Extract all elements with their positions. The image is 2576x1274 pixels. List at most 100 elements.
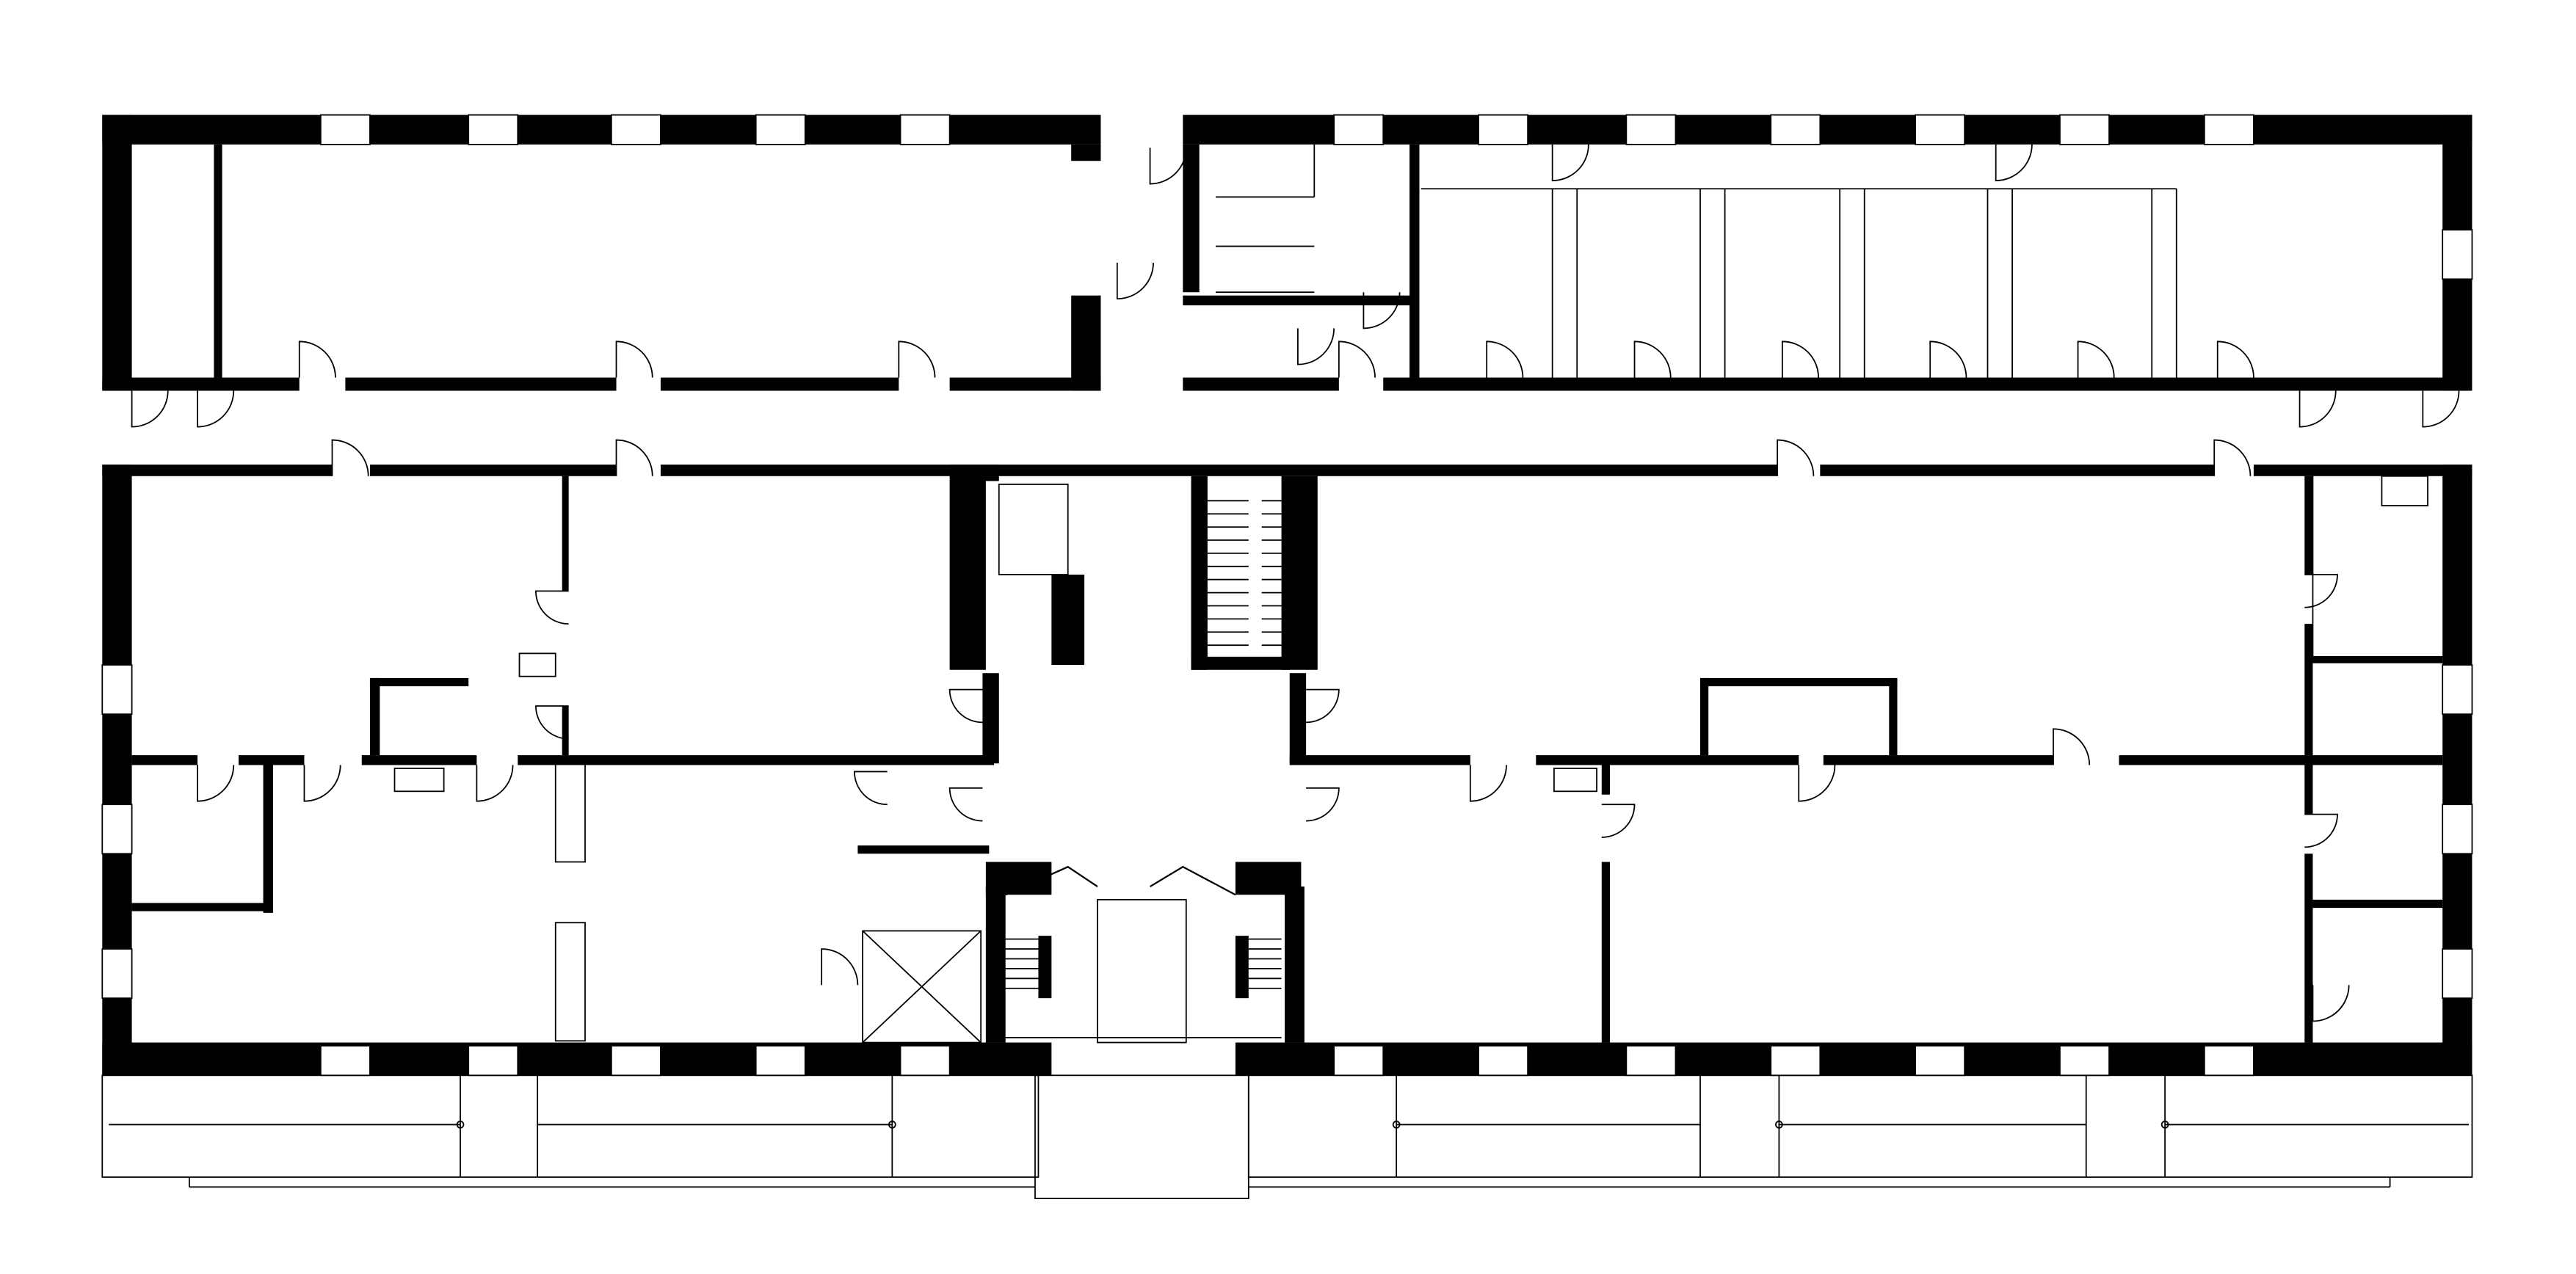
- wall: [1183, 295, 1413, 306]
- wall: [361, 755, 477, 765]
- wall: [369, 677, 380, 756]
- door-swing: [615, 439, 653, 476]
- window: [899, 114, 951, 145]
- terrace-slab: [1247, 1074, 2473, 1178]
- walls: [102, 114, 2472, 1076]
- wall: [102, 1042, 1052, 1076]
- wall: [102, 377, 300, 391]
- window: [610, 114, 661, 145]
- window: [610, 1045, 661, 1077]
- dimension-marker: [2160, 1121, 2169, 1129]
- wall: [1289, 673, 1307, 764]
- door-swing: [1781, 341, 1819, 378]
- wall: [1601, 862, 1610, 1043]
- door-swing: [1798, 765, 1836, 802]
- dimension-marker: [456, 1121, 465, 1129]
- wall: [1183, 377, 1339, 391]
- window: [2059, 1045, 2110, 1077]
- wall: [102, 114, 132, 391]
- door-swing: [1306, 688, 1340, 724]
- window: [1915, 1045, 1966, 1077]
- wall: [1071, 295, 1101, 391]
- window: [1770, 114, 1821, 145]
- wall: [949, 377, 1101, 391]
- wall: [985, 887, 1006, 1043]
- wall: [1235, 936, 1249, 999]
- wall: [2304, 624, 2313, 756]
- wall: [214, 144, 222, 378]
- wall: [982, 465, 999, 481]
- wall: [369, 677, 469, 687]
- window: [319, 114, 371, 145]
- wall: [131, 903, 273, 911]
- wall: [1285, 887, 1305, 1043]
- sink: [1553, 768, 1597, 793]
- window: [2442, 229, 2473, 280]
- door-swing: [2304, 813, 2338, 848]
- wall: [1536, 755, 1799, 765]
- window: [1478, 1045, 1529, 1077]
- door-swing: [2422, 390, 2460, 428]
- wall: [1700, 677, 1898, 687]
- door-swing: [898, 341, 936, 378]
- wall: [1820, 465, 2215, 476]
- door-swing: [1338, 341, 1376, 378]
- window: [2203, 114, 2254, 145]
- door-swing: [131, 390, 169, 428]
- wall: [660, 465, 1778, 476]
- wall: [1383, 377, 2467, 391]
- wall: [1038, 936, 1052, 999]
- elevator-shaft: [998, 484, 1069, 575]
- wall: [1281, 476, 1318, 670]
- wall: [2119, 755, 2443, 765]
- door-swing: [948, 688, 983, 724]
- door-swing: [1116, 262, 1154, 300]
- wall: [1889, 677, 1898, 756]
- wall: [238, 755, 305, 765]
- door-swing: [1469, 765, 1507, 802]
- wall: [131, 755, 198, 765]
- window: [755, 1045, 806, 1077]
- window: [1333, 1045, 1385, 1077]
- window: [2442, 664, 2473, 716]
- wall: [949, 465, 986, 670]
- sink: [393, 768, 445, 793]
- wall: [1183, 144, 1200, 293]
- door-swing: [2213, 439, 2252, 476]
- door-swing: [615, 341, 653, 378]
- wall: [263, 765, 273, 913]
- terrace-slab: [101, 1074, 1040, 1178]
- door-swing: [1633, 341, 1672, 378]
- door-swing: [303, 765, 341, 802]
- window: [755, 114, 806, 145]
- window: [1625, 1045, 1677, 1077]
- wall: [2312, 899, 2443, 909]
- wall: [1823, 755, 2053, 765]
- wall: [562, 705, 569, 756]
- door-swing: [1995, 144, 2033, 181]
- entrance-vestibule: [1097, 899, 1187, 1044]
- door-swing: [2304, 574, 2338, 608]
- window: [1333, 114, 1385, 145]
- wall: [2253, 465, 2472, 476]
- stair-steps: [2381, 475, 2428, 506]
- door-swing: [535, 705, 569, 740]
- window: [101, 664, 133, 716]
- wall: [369, 465, 617, 476]
- door-swing: [1929, 341, 1967, 378]
- wall: [1071, 144, 1101, 161]
- door-swing: [2299, 390, 2337, 428]
- window: [319, 1045, 371, 1077]
- door-swing: [197, 765, 235, 802]
- wall: [2304, 853, 2313, 1043]
- window: [1915, 114, 1966, 145]
- window: [2442, 948, 2473, 1000]
- door-swing: [854, 771, 888, 806]
- door-swing: [2216, 341, 2254, 378]
- wall: [1191, 476, 1208, 670]
- window: [101, 948, 133, 1000]
- wall: [1289, 755, 1470, 765]
- window: [2442, 804, 2473, 855]
- window: [2059, 114, 2110, 145]
- door-swing: [1551, 144, 1589, 181]
